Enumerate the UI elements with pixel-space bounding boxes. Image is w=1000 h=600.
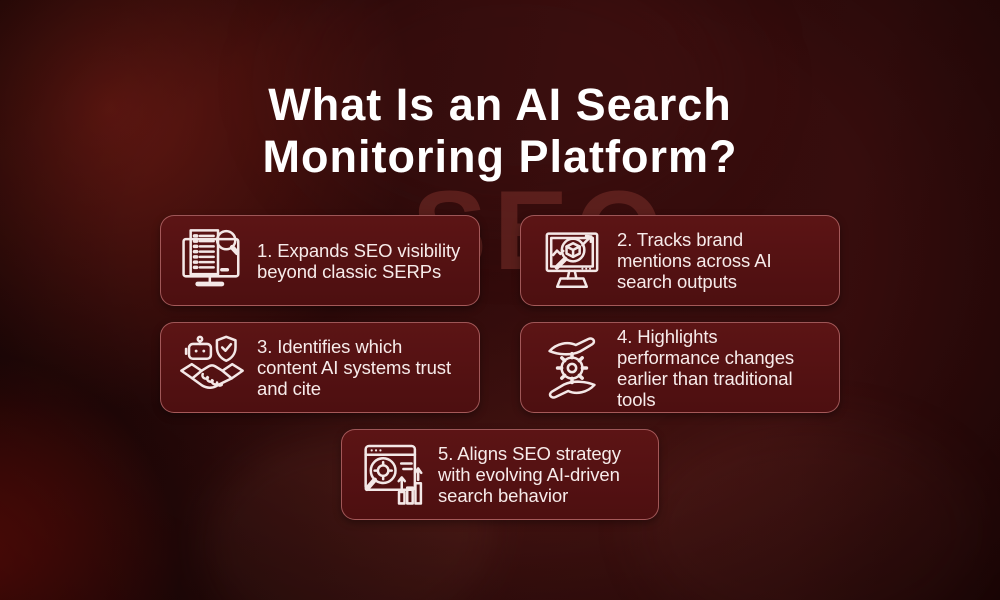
serp-monitor-search-icon: [173, 226, 251, 296]
page-title: What Is an AI Search Monitoring Platform…: [262, 79, 738, 182]
feature-card-4: 4. Highlights performance changes earlie…: [520, 322, 840, 413]
feature-card-3: 3. Identifies which content AI systems t…: [160, 322, 480, 413]
hands-holding-gear-icon: [533, 333, 611, 403]
feature-card-1: 1. Expands SEO visibility beyond classic…: [160, 215, 480, 306]
feature-card-2-text: 2. Tracks brand mentions across AI searc…: [617, 229, 772, 292]
feature-card-5-text: 5. Aligns SEO strategy with evolving AI-…: [438, 443, 621, 506]
feature-card-2: 2. Tracks brand mentions across AI searc…: [520, 215, 840, 306]
background-hand-right: [640, 420, 980, 600]
search-target-growth-chart-icon: [354, 440, 432, 510]
ai-robot-handshake-shield-icon: [173, 333, 251, 403]
feature-card-4-text: 4. Highlights performance changes earlie…: [617, 325, 795, 410]
feature-card-3-text: 3. Identifies which content AI systems t…: [257, 336, 451, 399]
brand-mentions-monitor-icon: [533, 226, 611, 296]
feature-card-5: 5. Aligns SEO strategy with evolving AI-…: [341, 429, 659, 520]
feature-card-1-text: 1. Expands SEO visibility beyond classic…: [257, 239, 461, 282]
